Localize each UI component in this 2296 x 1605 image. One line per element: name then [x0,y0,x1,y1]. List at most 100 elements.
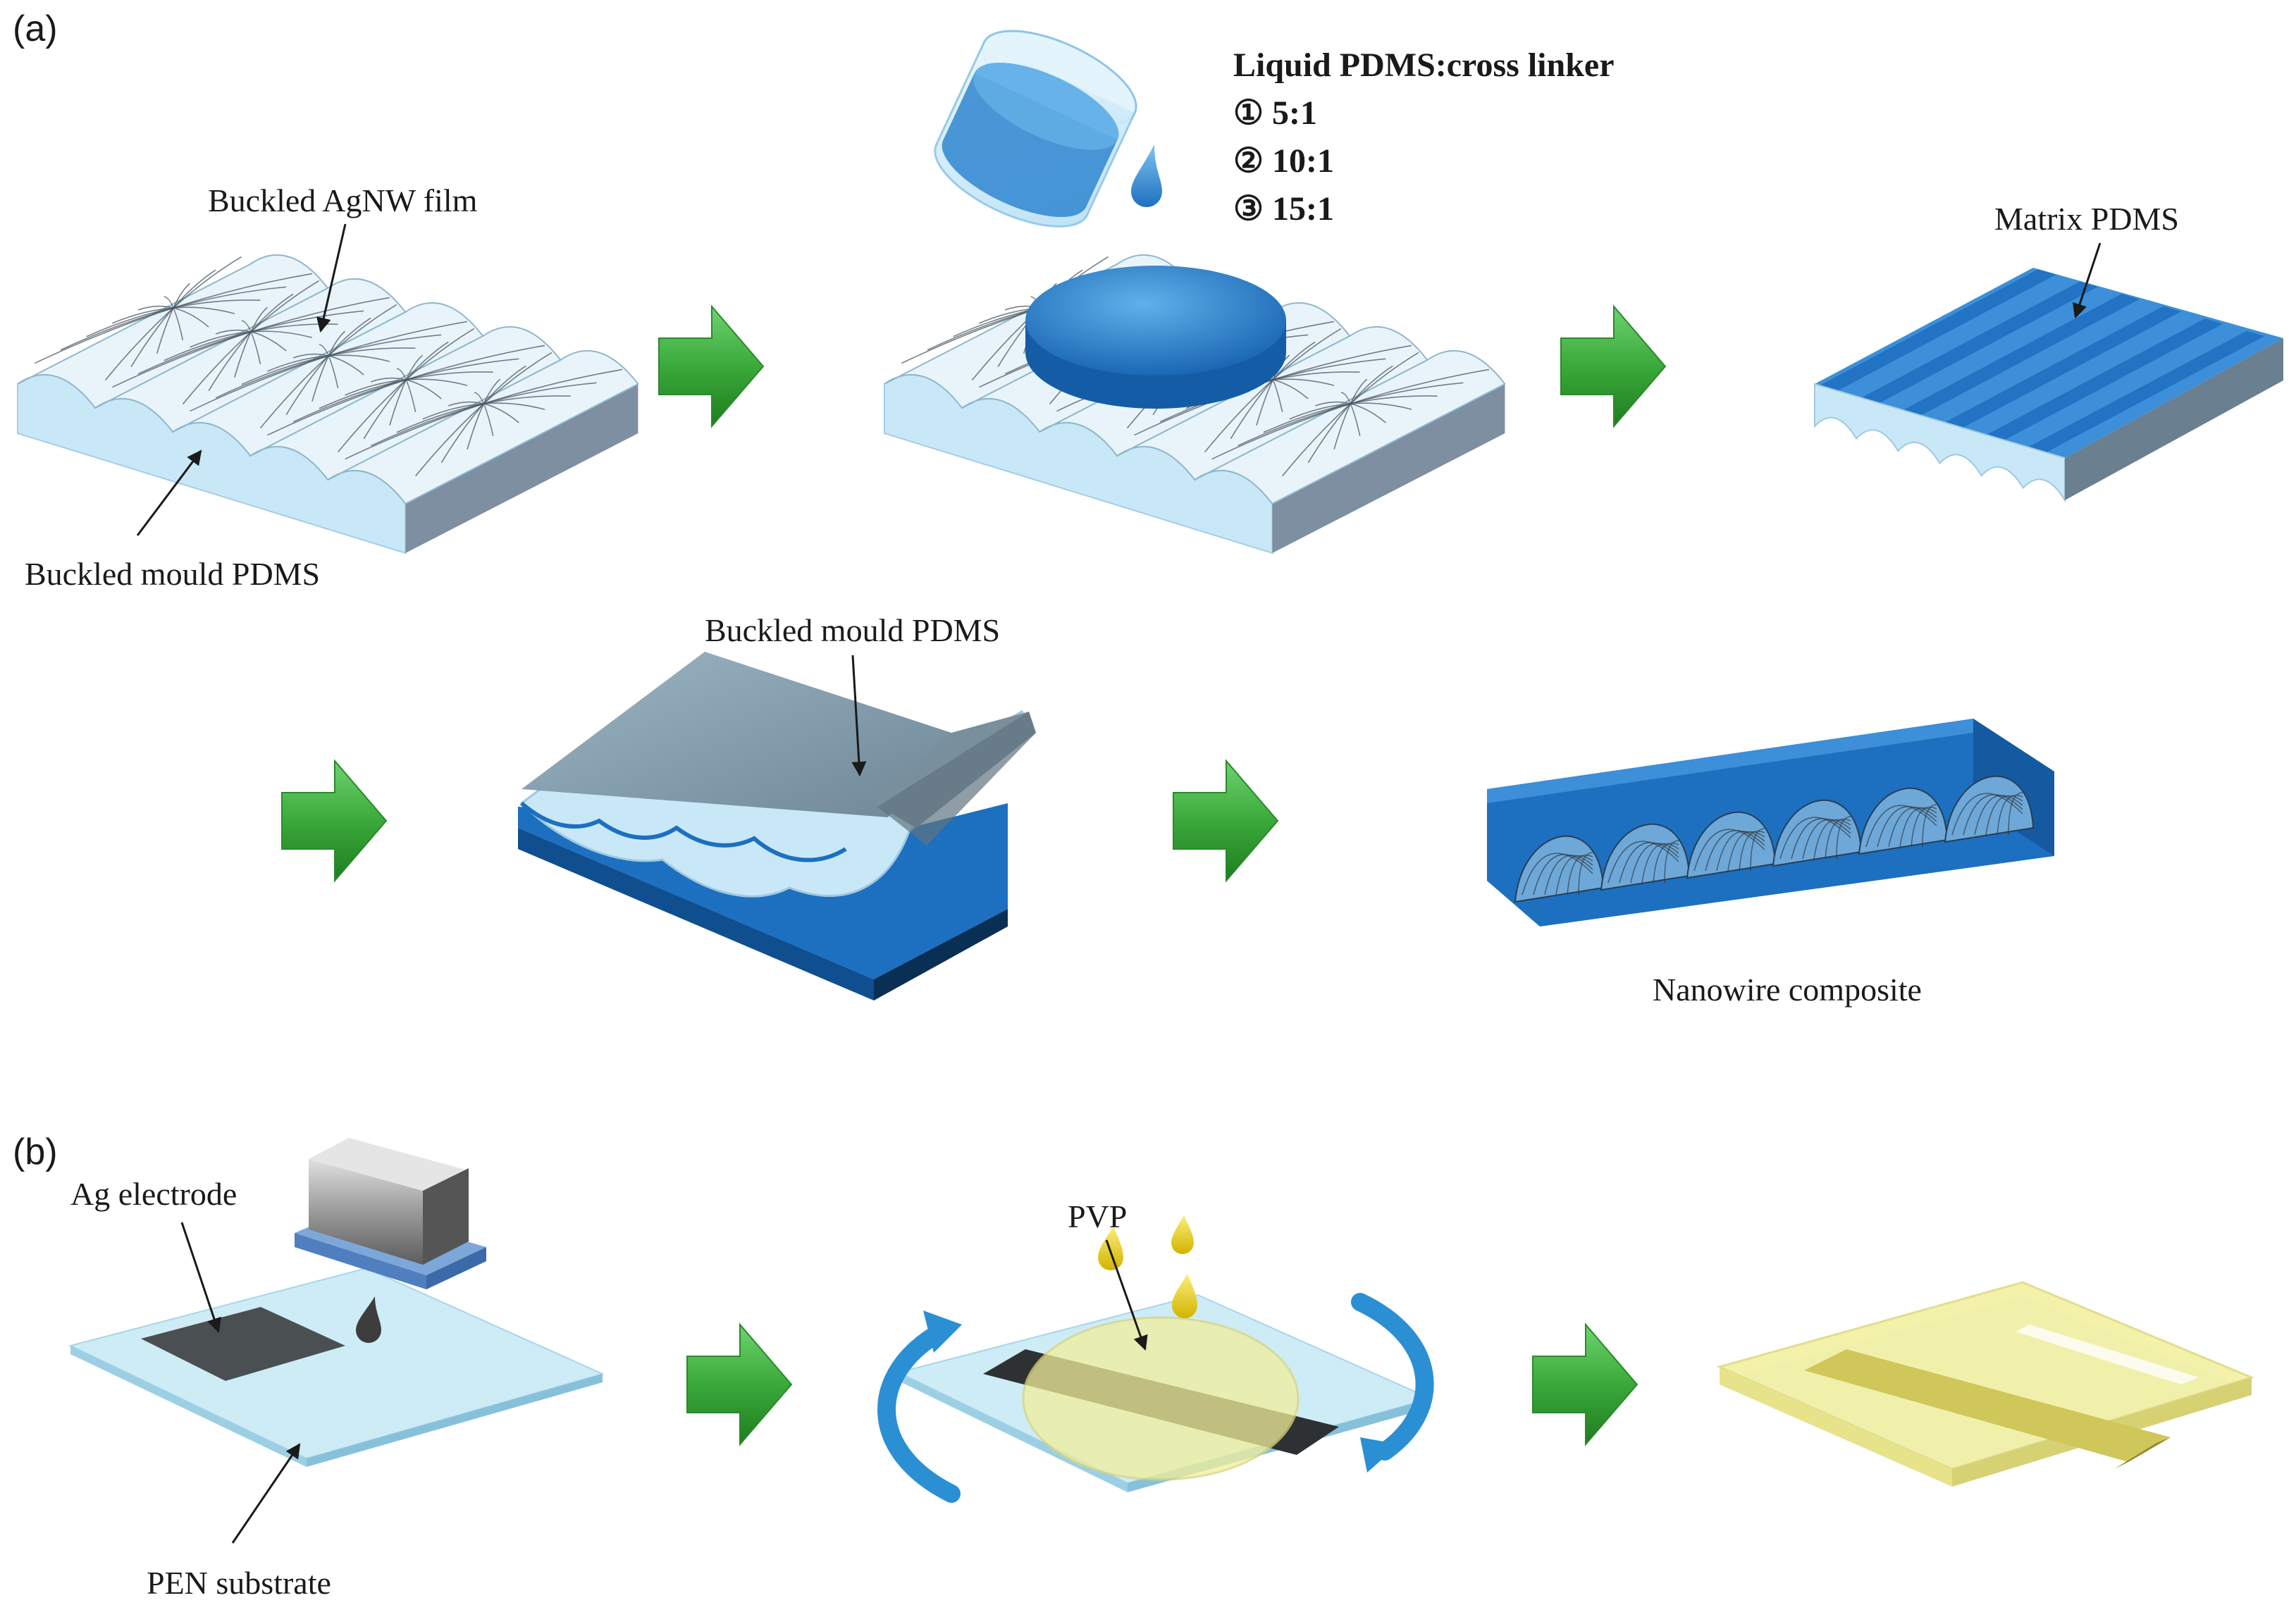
embedded-nanowire [1791,818,1851,860]
ag-electrode-3 [1804,1349,2171,1462]
embedded-nanowire [1739,830,1765,872]
embedded-nanowire [1619,842,1679,884]
embedded-nanowire [1693,829,1765,872]
embedded-nanowire [1544,855,1593,896]
silver-nanowire [259,304,397,429]
silver-nanowire [182,280,320,405]
ratio-1: ① 5:1 [1233,94,1317,132]
process-arrow-5 [686,1322,793,1446]
embedded-nanowire [1951,793,2023,836]
label-nanowire-composite: Nanowire composite [1653,972,1922,1008]
embedded-nanowire [1911,806,1937,848]
embedded-nanowire [1607,841,1679,884]
embedded-nanowire [1779,817,1851,860]
pointer-mould-pdms-1 [136,450,202,536]
silver-nanowire [338,328,475,453]
embedded-nanowire [1630,843,1679,884]
embedded-nanowire [1533,854,1593,896]
process-arrow-3 [281,759,388,883]
printer-head [295,1138,486,1343]
process-arrow-6 [1532,1322,1638,1446]
matrix-stripe [1820,269,2056,391]
process-arrow-1 [658,304,765,428]
embedded-nanowire [1985,795,2023,836]
pvp-drop-1 [1098,1226,1123,1270]
embedded-nanowire [1996,794,2023,836]
mould-side-face [405,384,638,553]
embedded-nanowire [1888,807,1937,848]
rotation-head-1 [923,1310,962,1353]
embedded-nanowire [1974,795,2023,836]
pvp-film [1022,1316,1300,1481]
embedded-nanowire [1877,806,1937,848]
embedded-nanowire [1522,853,1593,896]
composite-arch [1514,835,1605,903]
panel-a: (a) Buckled AgNW film Buckled mould PDMS… [13,8,2283,1008]
composite-arch [1772,799,1863,867]
pen-substrate-2 [896,1215,1433,1492]
rotation-arrows [877,1293,1434,1503]
silver-nanowire [1282,352,1419,477]
mould-ridge [1194,349,1506,505]
label-buckled-mould-pdms-2: Buckled mould PDMS [705,612,1000,648]
pointer-mould-pdms-2 [851,655,867,777]
composite-arch [1858,787,1949,855]
ag-electrode-1 [141,1307,345,1381]
pointer-matrix-pdms [2073,242,2101,318]
label-matrix-pdms: Matrix PDMS [1994,201,2179,237]
embedded-nanowire [1825,818,1851,860]
matrix-pdms-block [1814,268,2283,503]
matrix-stripe [1861,281,2098,404]
process-arrow-4 [1173,759,1279,883]
matrix-stripe [2027,330,2265,453]
mould-ridge [327,349,639,505]
embedded-nanowire [1963,794,2023,836]
panel-b-label: (b) [13,1132,58,1172]
pointer-ag-electrode [180,1222,221,1333]
silver-nanowire [415,352,553,477]
embedded-nanowire [1922,804,1937,848]
composite-arch [1944,775,2035,843]
process-arrows [281,304,1667,1446]
pointer-pvp [1105,1239,1148,1351]
embedded-nanowire [1641,843,1679,884]
embedded-nanowire [1813,819,1851,860]
panel-b: (b) Ag electrode PEN substrate [13,1132,2255,1601]
embedded-nanowire [1750,828,1765,872]
rotation-head-2 [1360,1437,1399,1473]
embedded-nanowire [1664,840,1679,884]
embedded-nanowire [1727,831,1765,872]
label-liquid-pdms: Liquid PDMS:cross linker [1233,47,1615,84]
embedded-nanowire [1555,855,1593,896]
process-arrow-2 [1560,304,1667,428]
pouring-cup [934,30,1162,228]
composite-arch [1686,811,1777,879]
label-pen-substrate: PEN substrate [147,1565,331,1601]
matrix-stripe [1944,306,2182,428]
pvp-drop-2 [1171,1215,1194,1254]
embedded-nanowire [1578,852,1593,896]
embedded-nanowire [1653,842,1679,884]
silver-nanowire [104,256,242,381]
composite-arch [1600,823,1691,891]
liquid-pdms-disc [1025,266,1286,409]
ratio-2: ② 10:1 [1233,142,1334,180]
embedded-nanowire [1802,819,1851,860]
label-buckled-mould-pdms-1: Buckled mould PDMS [25,556,320,592]
matrix-side-face [2065,338,2283,500]
pvp-drop-3 [1172,1274,1197,1318]
mould-layer-front [1814,383,2066,503]
pointer-agnw-film [316,223,347,333]
mould-side-face [1272,384,1505,553]
coated-device [1716,1281,2255,1487]
embedded-nanowire [2008,792,2023,836]
embedded-nanowire [1567,854,1593,896]
matrix-stripe [1986,318,2223,440]
embedded-nanowire [1865,805,1937,848]
peeling-mould [518,652,1036,1000]
embedded-nanowire [1716,831,1765,872]
silver-nanowire [1204,328,1342,453]
embedded-nanowire [1899,807,1937,848]
matrix-stripe [1903,294,2140,416]
